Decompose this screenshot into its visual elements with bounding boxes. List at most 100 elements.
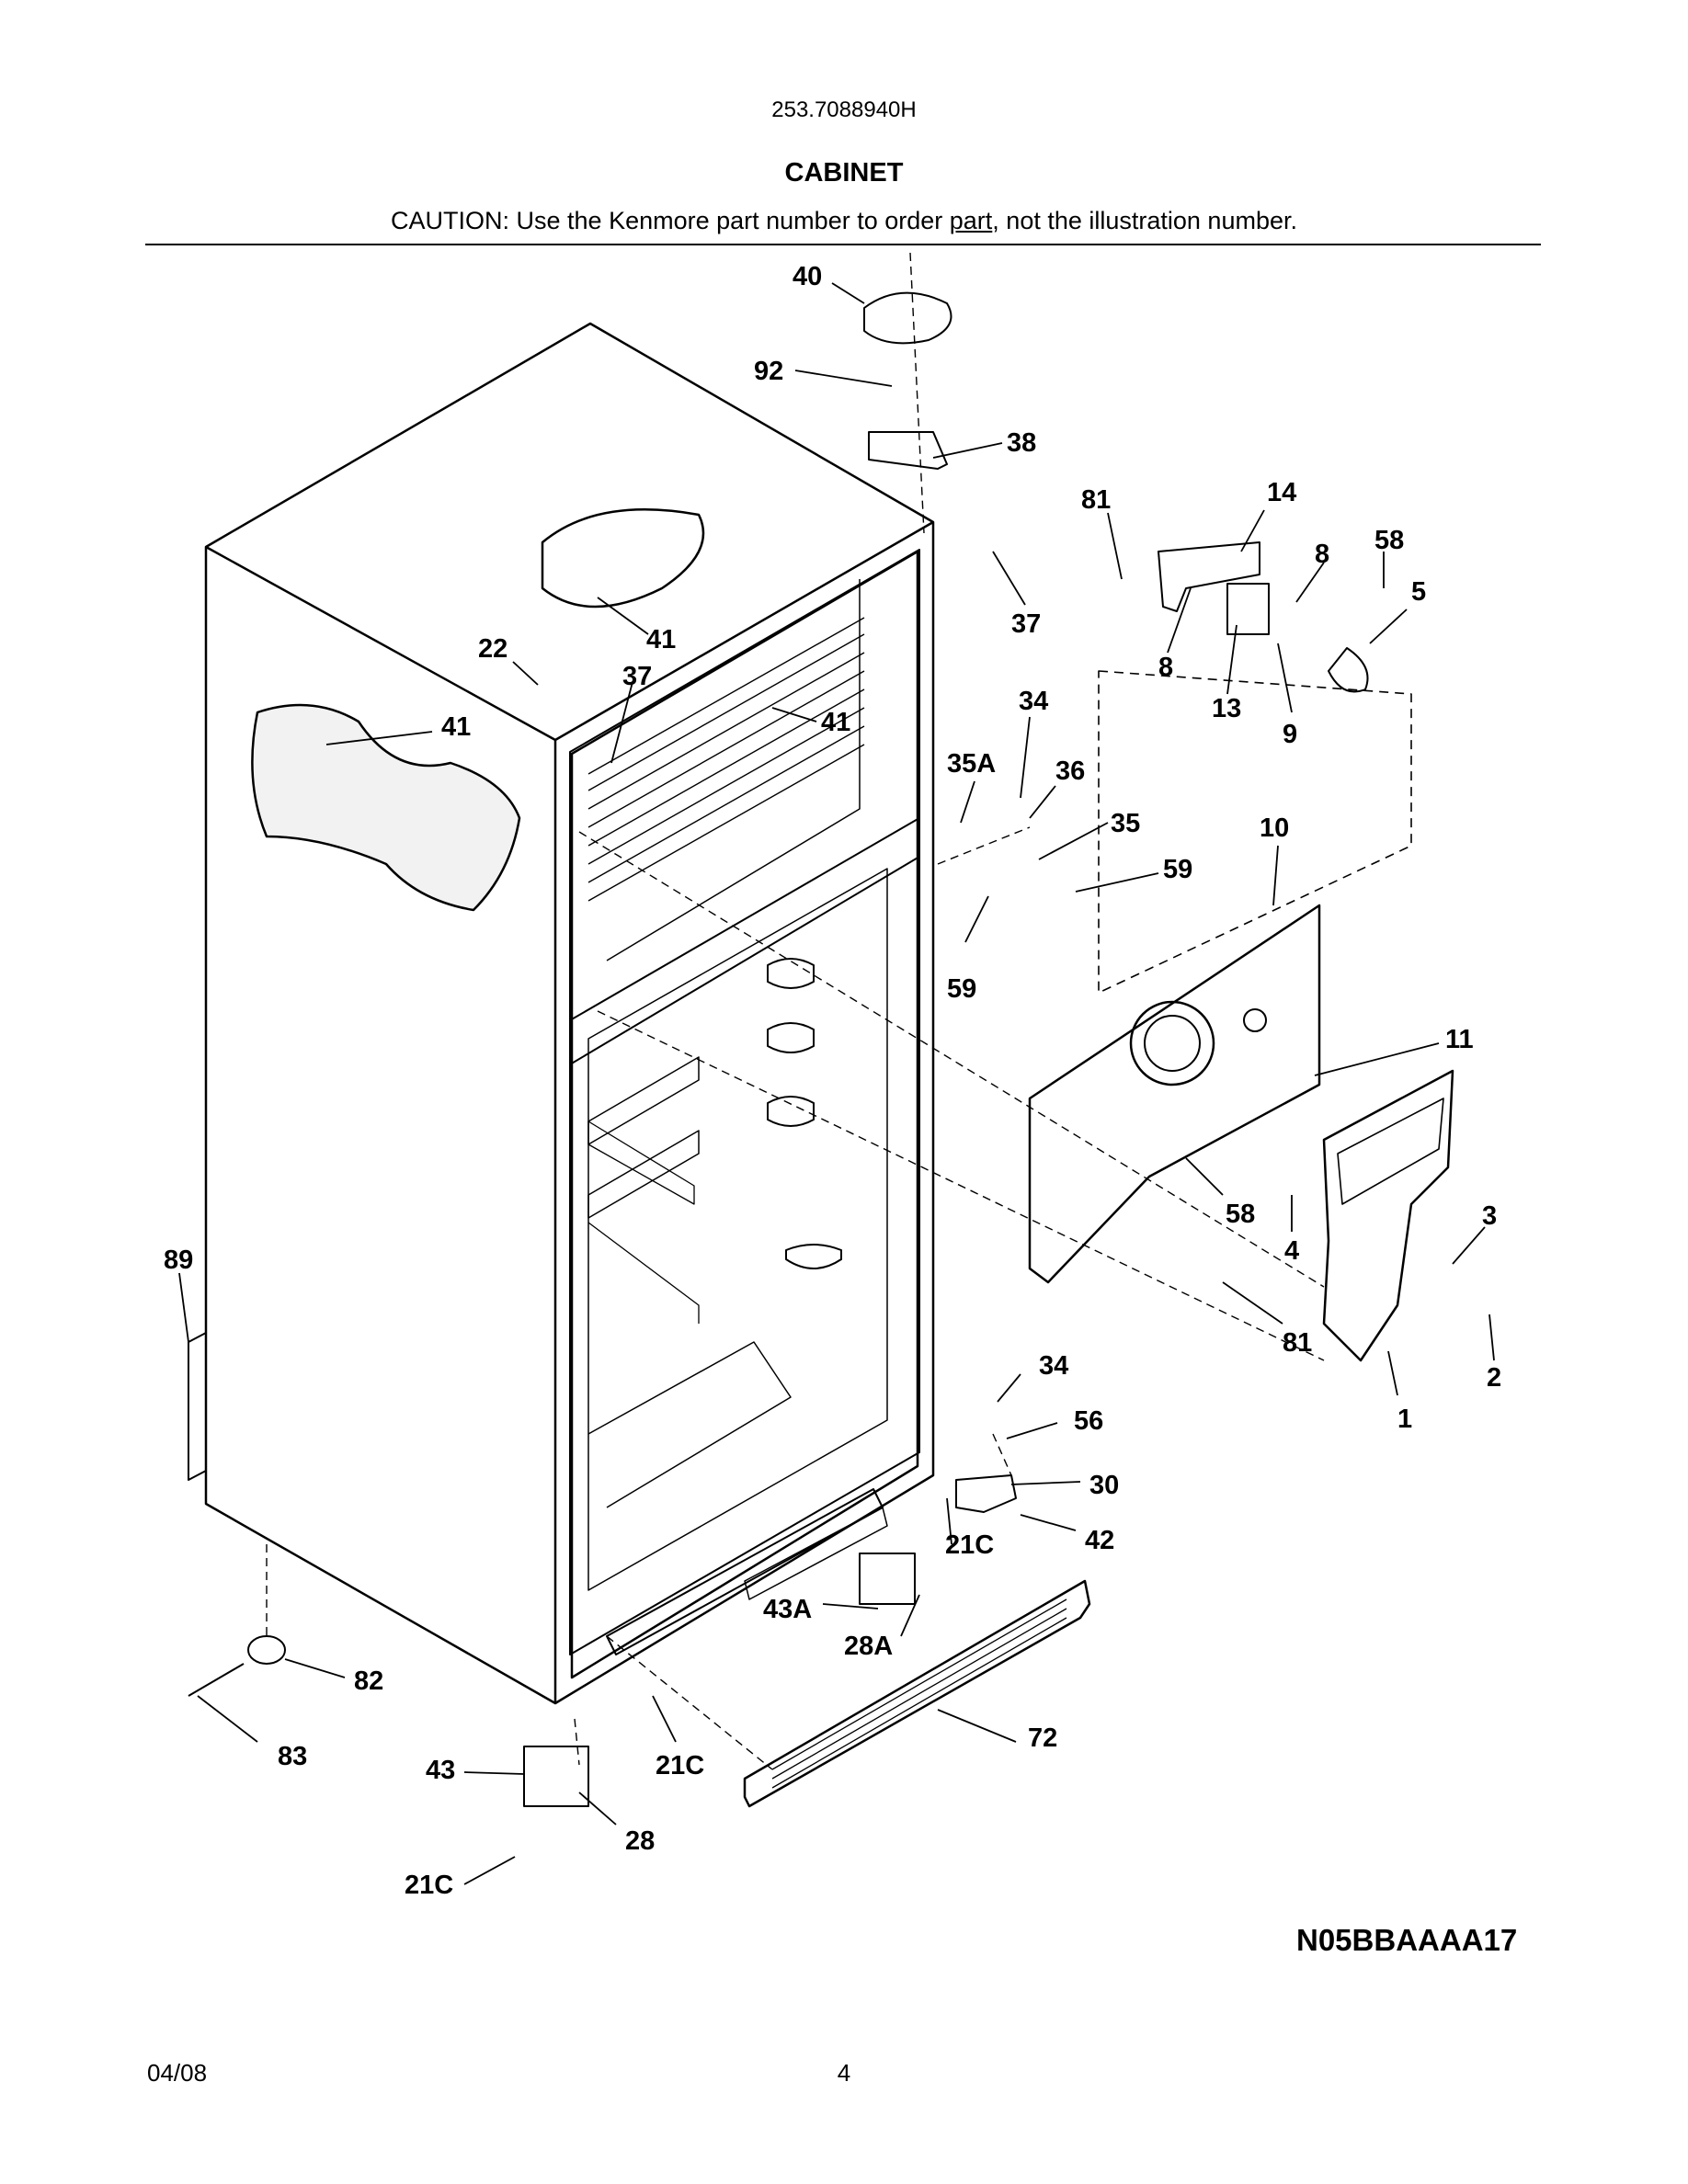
leader-59a	[1075, 872, 1159, 893]
leader-lines	[178, 282, 1495, 1885]
shelf-support	[785, 1244, 842, 1269]
callout-41: 41	[821, 708, 850, 737]
callout-3: 3	[1482, 1201, 1497, 1231]
bottom-hinge	[955, 1474, 1017, 1513]
leader-41c	[325, 731, 433, 745]
roller-axle	[188, 1663, 245, 1697]
cabinet-outer-shell	[204, 322, 935, 1705]
callout-81: 81	[1283, 1328, 1312, 1358]
page-title: CABINET	[784, 158, 904, 188]
back-panel-fan-opening	[1129, 1000, 1215, 1086]
caution-prefix: CAUTION: Use the Kenmore part number to …	[391, 207, 950, 234]
cabinet-front-edge	[205, 520, 934, 1703]
fan-motor	[1226, 583, 1270, 635]
leader-89	[178, 1272, 189, 1343]
back-panel-fan-opening-inner	[1144, 1015, 1201, 1072]
shelf-support	[767, 1096, 815, 1127]
callout-42: 42	[1085, 1526, 1114, 1555]
callout-72: 72	[1028, 1723, 1057, 1753]
callout-labels: 40 92 38 81 14 8 58 5 37 8 13 9 22 41 37…	[164, 262, 1501, 1900]
leader-13	[1226, 624, 1237, 695]
callout-83: 83	[278, 1742, 307, 1771]
leader-10	[1272, 845, 1279, 906]
fresh-food-back	[587, 868, 888, 1591]
shelf-support	[767, 958, 815, 989]
page-number: 4	[837, 2059, 851, 2087]
leader-14	[1240, 509, 1265, 552]
callout-35: 35	[1111, 809, 1140, 838]
leader-72	[937, 1709, 1017, 1743]
callout-14: 14	[1267, 478, 1296, 507]
leader-8a	[1295, 562, 1325, 603]
freezer-shelf-rib	[587, 707, 865, 865]
leader-11	[1314, 1042, 1440, 1076]
freezer-compartment	[569, 549, 920, 1065]
leader-38	[932, 442, 1003, 459]
leader-5	[1369, 609, 1408, 644]
leader-28	[578, 1792, 617, 1826]
duct-cover-grille	[1337, 1098, 1444, 1205]
freezer-shelf-rib	[587, 670, 865, 828]
callout-35A: 35A	[947, 749, 996, 779]
callout-9: 9	[1283, 720, 1297, 749]
bin-shelf	[587, 1120, 695, 1205]
duct-cover	[1322, 1069, 1454, 1362]
callout-8: 8	[1315, 540, 1329, 569]
kickplate-louver	[771, 1617, 1067, 1789]
hinge-cover	[863, 291, 952, 345]
leader-92	[794, 370, 893, 387]
leader-43A	[822, 1603, 879, 1610]
leader-42	[1020, 1514, 1077, 1531]
caution-note: CAUTION: Use the Kenmore part number to …	[0, 207, 1688, 235]
callout-41: 41	[646, 625, 676, 654]
callout-21C: 21C	[656, 1751, 704, 1780]
freezer-shelf-rib	[587, 725, 865, 883]
leader-41a	[597, 597, 649, 635]
leader-22	[512, 661, 539, 686]
freezer-shelf-rib	[587, 744, 865, 902]
freezer-shelf-rib	[587, 652, 865, 810]
callout-28: 28	[625, 1826, 655, 1856]
callout-56: 56	[1074, 1406, 1103, 1436]
kickplate-louvers	[771, 1598, 1067, 1789]
callout-10: 10	[1260, 813, 1289, 843]
side-panel-insulation	[251, 703, 521, 912]
callout-4: 4	[1284, 1236, 1299, 1266]
leader-56	[1006, 1422, 1058, 1439]
leader-35	[1038, 822, 1109, 860]
leader-21Cb	[652, 1695, 677, 1743]
callout-38: 38	[1007, 428, 1036, 458]
callout-28A: 28A	[844, 1632, 893, 1661]
callout-41: 41	[441, 712, 471, 742]
freezer-shelf-rib	[587, 633, 865, 791]
rear-bracket	[188, 1332, 207, 1481]
leader-43	[463, 1771, 525, 1775]
callout-82: 82	[354, 1666, 383, 1696]
freezer-shelf-rib	[587, 617, 865, 775]
leader-34b	[997, 1373, 1021, 1403]
door-shelf	[587, 1056, 700, 1145]
leader-82	[284, 1658, 346, 1678]
callout-37: 37	[1011, 609, 1041, 639]
callout-5: 5	[1411, 577, 1426, 607]
callout-92: 92	[754, 357, 783, 386]
leader-41b	[771, 707, 817, 722]
rear-roller-bracket	[523, 1746, 589, 1807]
leader-36	[1029, 785, 1056, 819]
callout-81: 81	[1081, 485, 1111, 515]
freezer-shelf-rib	[587, 688, 865, 847]
callout-43: 43	[426, 1756, 455, 1785]
leader-3	[1452, 1226, 1486, 1265]
leader-37b	[610, 681, 633, 764]
kickplate-louver	[771, 1608, 1067, 1780]
freezer-shelf-ribs	[587, 617, 865, 902]
ceiling-light-housing	[541, 508, 705, 609]
leader-1	[1387, 1350, 1398, 1396]
assembly-line	[597, 1010, 1325, 1361]
callout-43A: 43A	[763, 1595, 812, 1624]
callout-40: 40	[793, 262, 822, 291]
model-number: 253.7088940H	[771, 97, 917, 122]
diagram-code: N05BBAAAA17	[1296, 1923, 1518, 1957]
leveling-roller	[247, 1635, 286, 1665]
